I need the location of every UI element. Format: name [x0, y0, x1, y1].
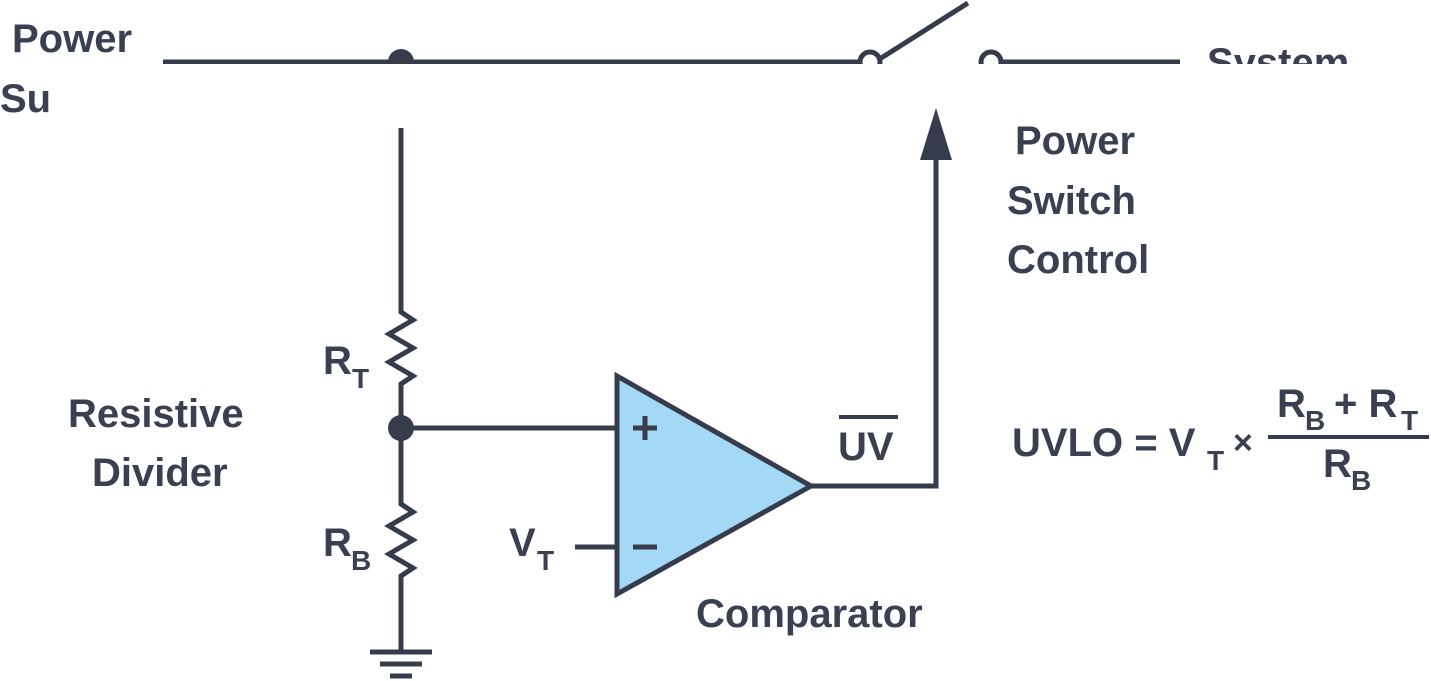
formula-denominator-r: R	[1323, 442, 1352, 486]
rb-label-subscript: B	[351, 545, 371, 576]
rt-resistor	[384, 308, 418, 388]
formula-times: ×	[1233, 424, 1253, 462]
formula-lhs-subscript: T	[1207, 445, 1224, 476]
rt-label-subscript: T	[352, 363, 369, 394]
formula-denominator-r-subscript: B	[1351, 465, 1371, 496]
rail-mask	[0, 64, 1431, 118]
uv-output-wire	[811, 150, 939, 489]
rb-resistor	[384, 500, 418, 580]
rt-label: R	[323, 339, 352, 383]
power-switch-control-line2: Switch	[1007, 179, 1136, 223]
resistive-divider-line1: Resistive	[68, 392, 244, 436]
power-supply-label-line2: Su	[0, 77, 51, 121]
comparator-label: Comparator	[696, 592, 923, 636]
switch-control-arrowhead	[920, 108, 952, 160]
rb-label: R	[323, 521, 352, 565]
formula-numerator-plus-r2: + R	[1334, 382, 1397, 426]
formula-numerator-r1-subscript: B	[1305, 405, 1325, 436]
resistive-divider-line2: Divider	[92, 451, 228, 495]
power-supply-label-line1: Power	[12, 17, 132, 61]
uv-label: UV	[838, 425, 894, 469]
vt-label: V	[509, 521, 536, 565]
system-label: System	[1207, 41, 1349, 85]
formula-lhs: UVLO = V	[1012, 421, 1196, 465]
formula-numerator-r2-subscript: T	[1401, 405, 1418, 436]
comparator-triangle	[614, 371, 817, 599]
vt-label-subscript: T	[537, 545, 554, 576]
power-switch-control-line3: Control	[1007, 238, 1149, 282]
formula-numerator-r1: R	[1277, 382, 1306, 426]
power-switch-control-line1: Power	[1015, 119, 1135, 163]
switch-lever	[876, 0, 970, 63]
